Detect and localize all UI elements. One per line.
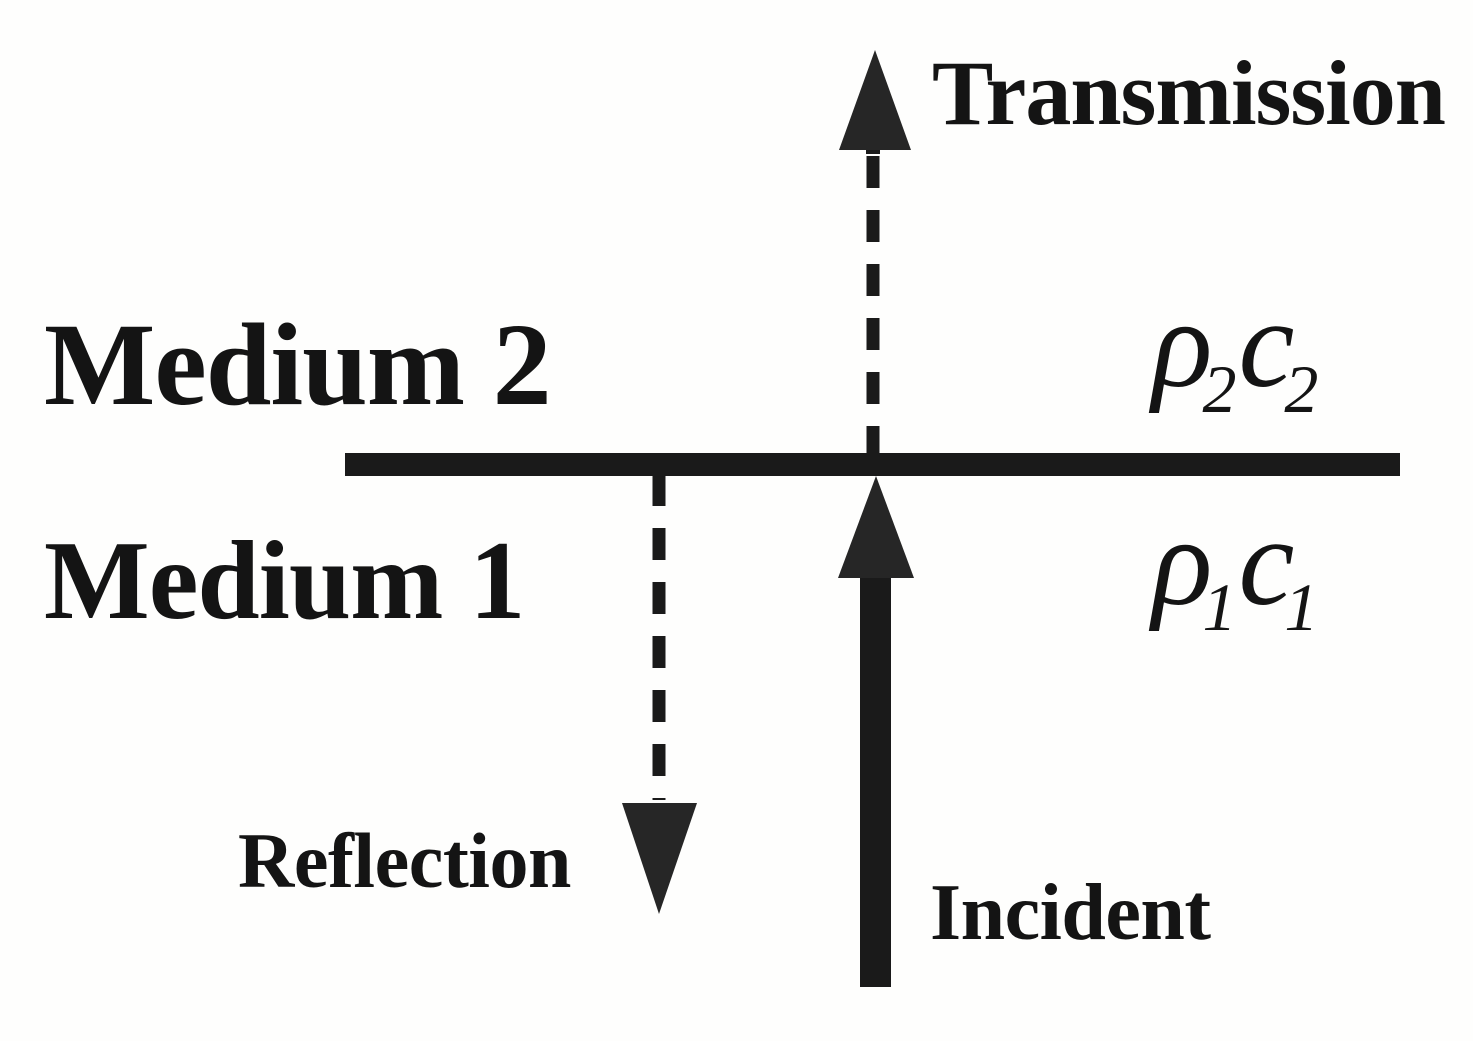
c-subscript-upper: 2	[1284, 351, 1319, 427]
medium-2-label: Medium 2	[44, 299, 552, 430]
impedance-medium-1: ρ1c1	[1152, 500, 1320, 642]
interface-line-icon	[345, 453, 1400, 476]
arrow-down-dashed-icon	[622, 474, 697, 914]
c-subscript-lower: 1	[1284, 569, 1319, 645]
rho-symbol-upper: ρ	[1152, 275, 1213, 414]
rho-subscript-upper: 2	[1202, 351, 1237, 427]
arrow-up-solid-icon	[838, 476, 914, 987]
arrow-up-dashed-icon	[839, 50, 911, 458]
c-symbol-lower: c	[1238, 493, 1295, 632]
reflection-label: Reflection	[238, 817, 571, 904]
rho-symbol-lower: ρ	[1152, 493, 1213, 632]
rho-subscript-lower: 1	[1202, 569, 1237, 645]
medium-1-label: Medium 1	[44, 519, 525, 643]
impedance-medium-2: ρ2c2	[1152, 282, 1320, 424]
transmission-label: Transmission	[932, 42, 1446, 144]
incident-label: Incident	[930, 869, 1211, 957]
c-symbol-upper: c	[1238, 275, 1295, 414]
